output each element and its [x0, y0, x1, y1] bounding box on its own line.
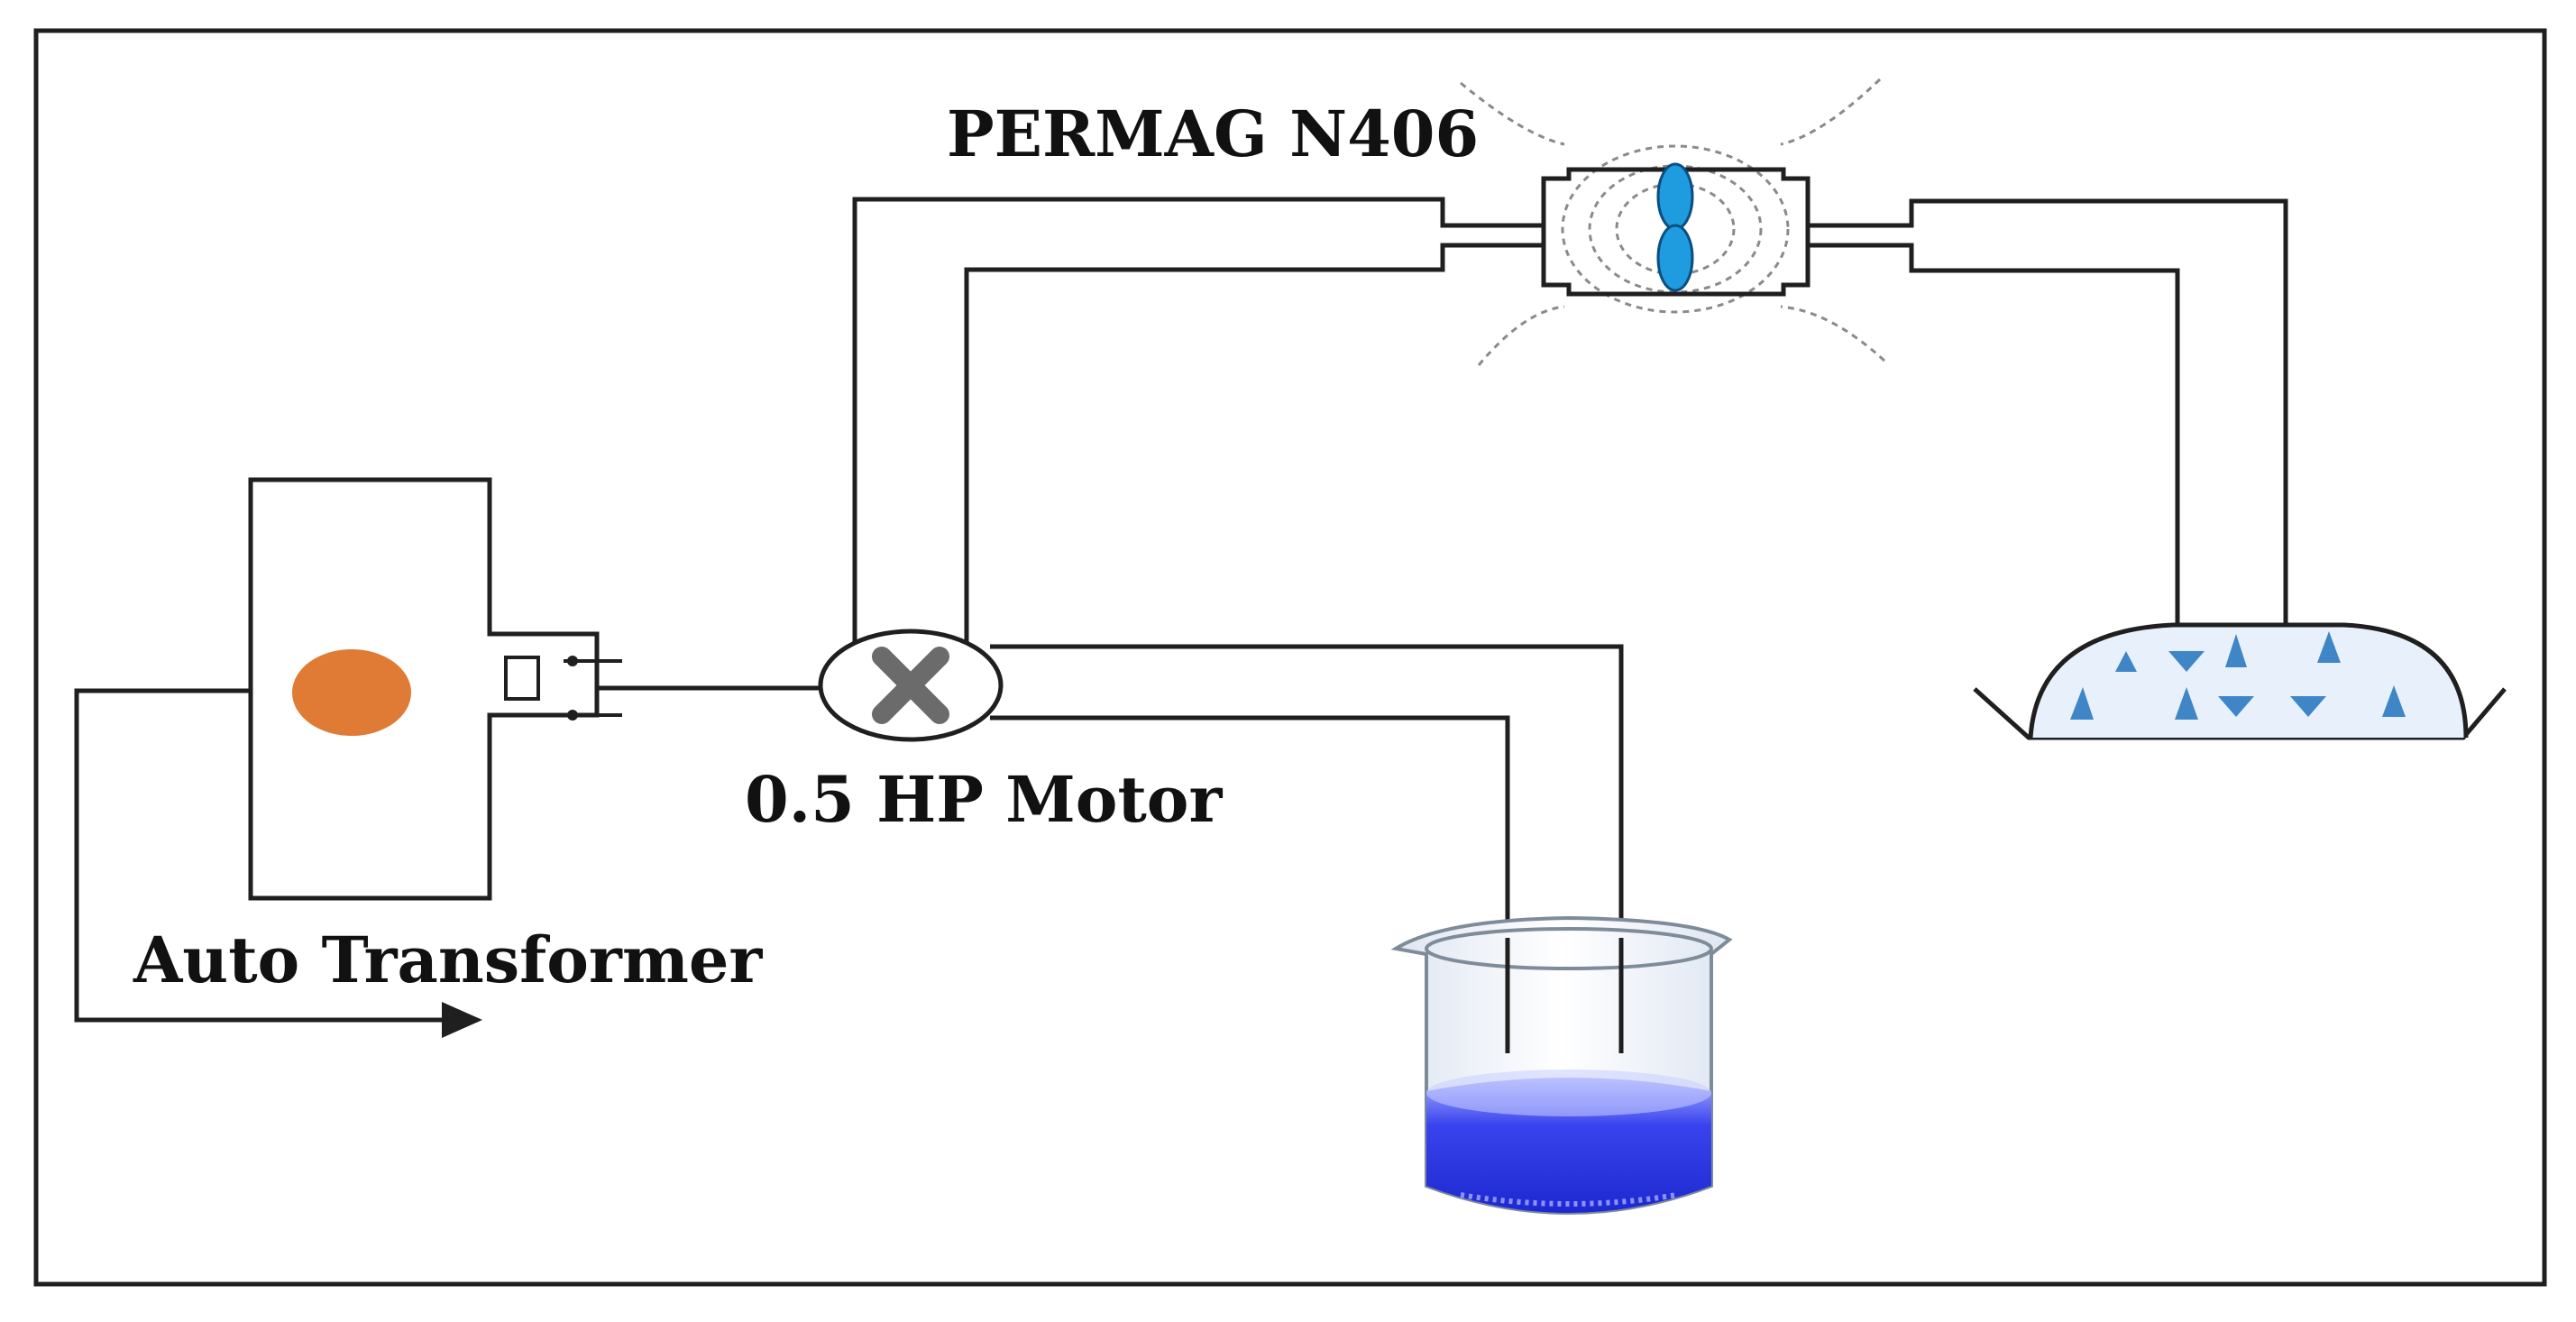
return-pipe	[1808, 198, 2288, 626]
upper-pipe	[852, 197, 1544, 656]
magnet-label: PERMAG N406	[947, 96, 1480, 171]
transformer-label: Auto Transformer	[133, 923, 763, 997]
beaker-icon	[1390, 915, 1733, 1215]
indicator-lamp-icon	[292, 649, 411, 736]
motor-label: 0.5 HP Motor	[745, 762, 1223, 837]
spray-tray-icon	[1973, 622, 2507, 740]
droplets	[2070, 631, 2406, 720]
power-loop-wire	[74, 688, 482, 1038]
motor-icon	[818, 629, 1004, 742]
magnet-icon	[1460, 78, 1886, 366]
auto-transformer-icon	[248, 477, 622, 901]
